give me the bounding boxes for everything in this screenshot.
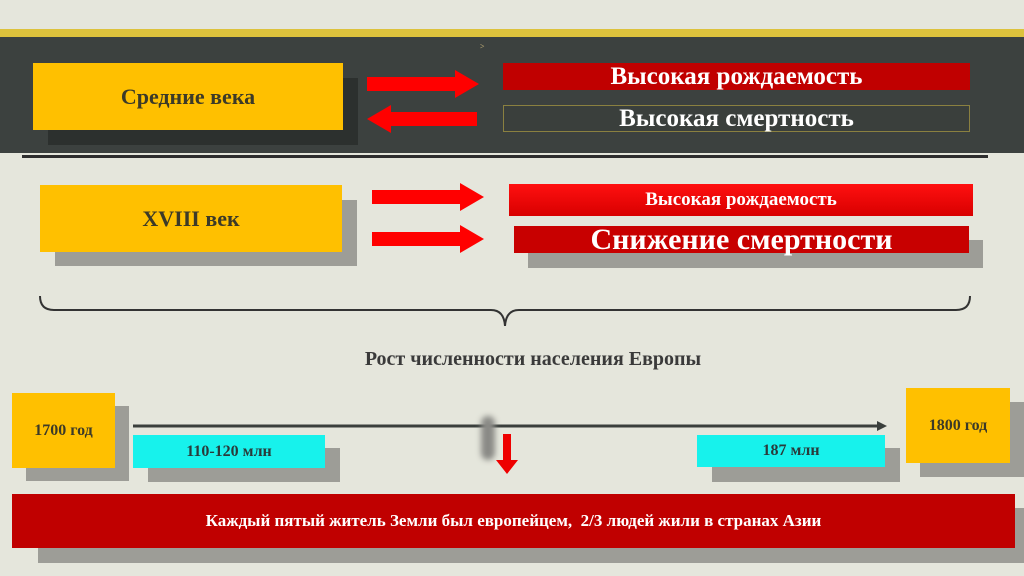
arrow-down-icon [496, 434, 518, 474]
c18-death-label: Снижение смертности [590, 222, 893, 256]
arrow-right-icon [372, 225, 484, 253]
population-1700-label: 110-120 млн [186, 442, 272, 460]
top-stripe [0, 29, 1024, 37]
divider [22, 155, 988, 158]
timeline-arrow-icon [133, 421, 887, 431]
c18-birth-bar: Высокая рождаемость [509, 184, 973, 216]
marker-shadow [481, 416, 495, 460]
conclusion-label: Каждый пятый житель Земли был европейцем… [205, 511, 822, 530]
year-1700-box: 1700 год [12, 393, 115, 468]
c18-box: XVIII век [40, 185, 342, 252]
medieval-death-bar: Высокая смертность [503, 105, 970, 132]
conclusion-bar: Каждый пятый житель Земли был европейцем… [12, 494, 1015, 548]
c18-label: XVIII век [142, 205, 240, 231]
medieval-birth-label: Высокая рождаемость [610, 62, 863, 90]
curly-brace-icon [39, 295, 971, 327]
population-1700-box: 110-120 млн [133, 435, 325, 468]
c18-birth-label: Высокая рождаемость [645, 189, 837, 210]
c18-death-bar: Снижение смертности [514, 223, 969, 256]
population-1800-box: 187 млн [697, 435, 885, 467]
medieval-death-label: Высокая смертность [619, 104, 854, 132]
medieval-label: Средние века [120, 83, 256, 109]
year-1700-label: 1700 год [34, 421, 93, 439]
summary-title: Рост численности населения Европы [364, 348, 702, 370]
medieval-birth-bar: Высокая рождаемость [503, 63, 970, 90]
year-1800-label: 1800 год [928, 416, 988, 434]
arrow-right-icon [372, 183, 484, 211]
small-arrow-icon: > [480, 42, 485, 51]
medieval-box: Средние века [33, 63, 343, 130]
arrow-left-icon [367, 105, 477, 133]
arrow-right-icon [367, 70, 479, 98]
population-1800-label: 187 млн [762, 442, 820, 459]
year-1800-box: 1800 год [906, 388, 1010, 463]
